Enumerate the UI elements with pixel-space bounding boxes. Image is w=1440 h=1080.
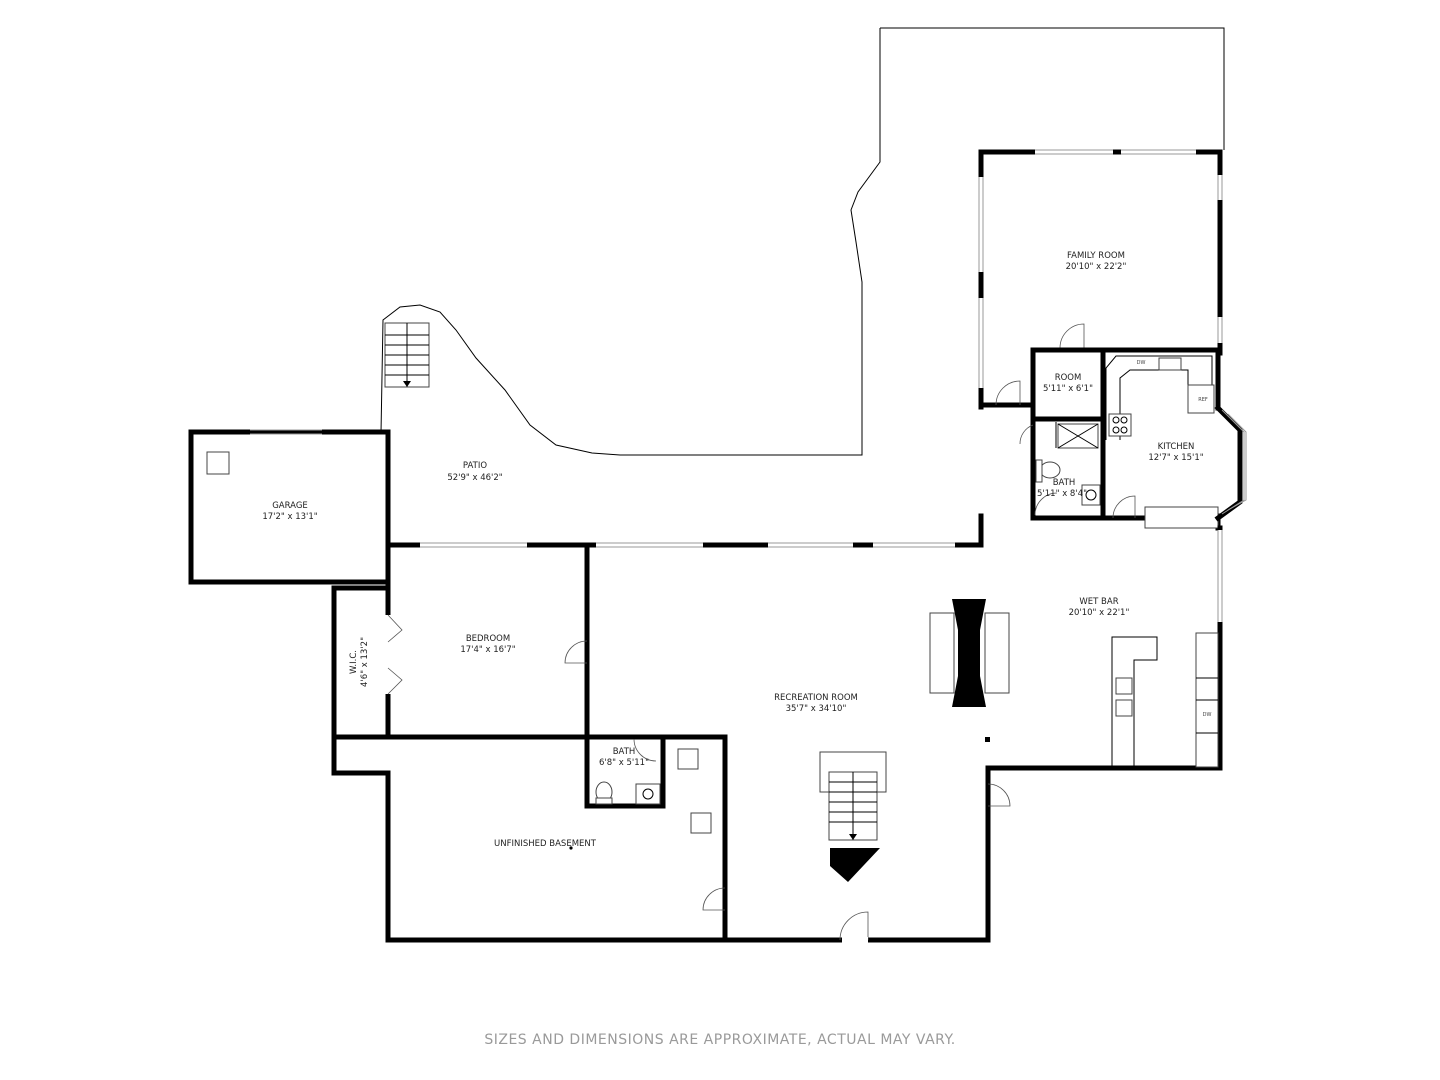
- garage-walls: [188, 429, 391, 585]
- room-labels: FAMILY ROOM 20'10" x 22'2" ROOM 5'11" x …: [262, 251, 1203, 849]
- garage-dims: 17'2" x 13'1": [262, 512, 317, 522]
- refrigerator-label: REF: [1198, 397, 1208, 403]
- recreation-room-name: RECREATION ROOM: [774, 693, 858, 703]
- bath-lower-name: BATH: [613, 747, 636, 757]
- wet-bar-dims: 20'10" x 22'1": [1069, 608, 1130, 618]
- patio-stairs: [384, 322, 430, 388]
- bar-dishwasher-label: DW: [1203, 712, 1212, 718]
- family-room-walls: [978, 149, 1223, 410]
- kitchen-dims: 12'7" x 15'1": [1148, 453, 1203, 463]
- wet-bar-name: WET BAR: [1079, 597, 1118, 607]
- recreation-room-walls: DW: [387, 513, 1223, 943]
- family-room-dims: 20'10" x 22'2": [1066, 262, 1127, 272]
- recreation-room-dims: 35'7" x 34'10": [786, 704, 847, 714]
- disclaimer-text: SIZES AND DIMENSIONS ARE APPROXIMATE, AC…: [484, 1032, 956, 1048]
- kitchen-name: KITCHEN: [1158, 442, 1195, 452]
- bedroom-walls: [331, 542, 728, 943]
- room-dims: 5'11" x 6'1": [1043, 384, 1093, 394]
- family-room-name: FAMILY ROOM: [1067, 251, 1125, 261]
- unfinished-basement-name: UNFINISHED BASEMENT: [494, 839, 597, 849]
- bedroom-name: BEDROOM: [466, 634, 510, 644]
- bath-upper-name: BATH: [1053, 478, 1076, 488]
- patio-dims: 52'9" x 46'2": [447, 473, 502, 483]
- garage-name: GARAGE: [272, 501, 308, 511]
- bath-upper-dims: 5'11" x 8'4": [1037, 489, 1087, 499]
- basement-walls: [569, 734, 728, 943]
- bath-lower-dims: 6'8" x 5'11": [599, 758, 649, 768]
- bedroom-dims: 17'4" x 16'7": [460, 645, 515, 655]
- wic-name: W.I.C.: [349, 650, 359, 674]
- wic-dims: 4'6" x 13'2": [360, 637, 370, 687]
- outdoor-outline: [380, 27, 1225, 456]
- dishwasher-label: DW: [1137, 360, 1146, 366]
- room-name: ROOM: [1055, 373, 1082, 383]
- kitchen-walls: DW REF: [1019, 347, 1247, 531]
- patio-name: PATIO: [463, 461, 487, 471]
